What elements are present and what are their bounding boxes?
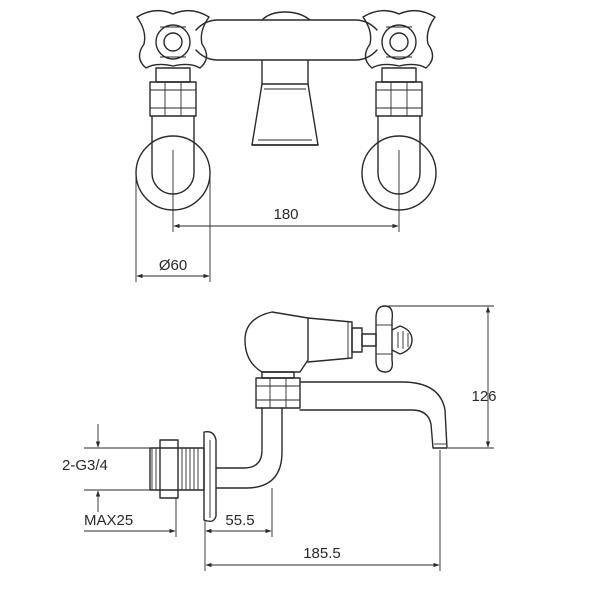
dim-thread: 2-G3/4 bbox=[62, 424, 150, 512]
dim-thread-label: 2-G3/4 bbox=[62, 457, 108, 474]
dim-diameter-label: Ø60 bbox=[159, 257, 187, 274]
dim-55-5: 55.5 bbox=[205, 488, 273, 537]
spout-side bbox=[299, 381, 448, 449]
left-nut-top bbox=[149, 67, 197, 117]
side-view: 126 2-G3/4 MAX25 55.5 185.5 bbox=[62, 305, 497, 571]
valve-body-side bbox=[244, 311, 377, 373]
spout-top bbox=[251, 59, 319, 146]
dim-180-label: 180 bbox=[273, 206, 298, 223]
body-bridge bbox=[195, 49, 378, 61]
right-nut-top bbox=[375, 67, 423, 117]
dim-max25-label: MAX25 bbox=[84, 512, 133, 529]
dim-126-label: 126 bbox=[471, 388, 496, 405]
dim-185-5-label: 185.5 bbox=[303, 545, 341, 562]
right-handle-top bbox=[362, 9, 436, 69]
thread-side bbox=[149, 439, 205, 499]
dim-126: 126 bbox=[388, 305, 497, 449]
top-view: 180 Ø60 bbox=[135, 9, 437, 282]
dim-55-5-label: 55.5 bbox=[225, 512, 254, 529]
flange-side bbox=[203, 430, 217, 523]
dim-185-5: 185.5 bbox=[205, 450, 441, 571]
left-handle-top bbox=[136, 9, 210, 69]
dim-180: 180 bbox=[172, 150, 400, 232]
dim-diameter: Ø60 bbox=[135, 173, 211, 282]
handle-side bbox=[375, 305, 413, 373]
nut-side bbox=[255, 371, 301, 409]
union-pipe-side bbox=[215, 407, 283, 489]
